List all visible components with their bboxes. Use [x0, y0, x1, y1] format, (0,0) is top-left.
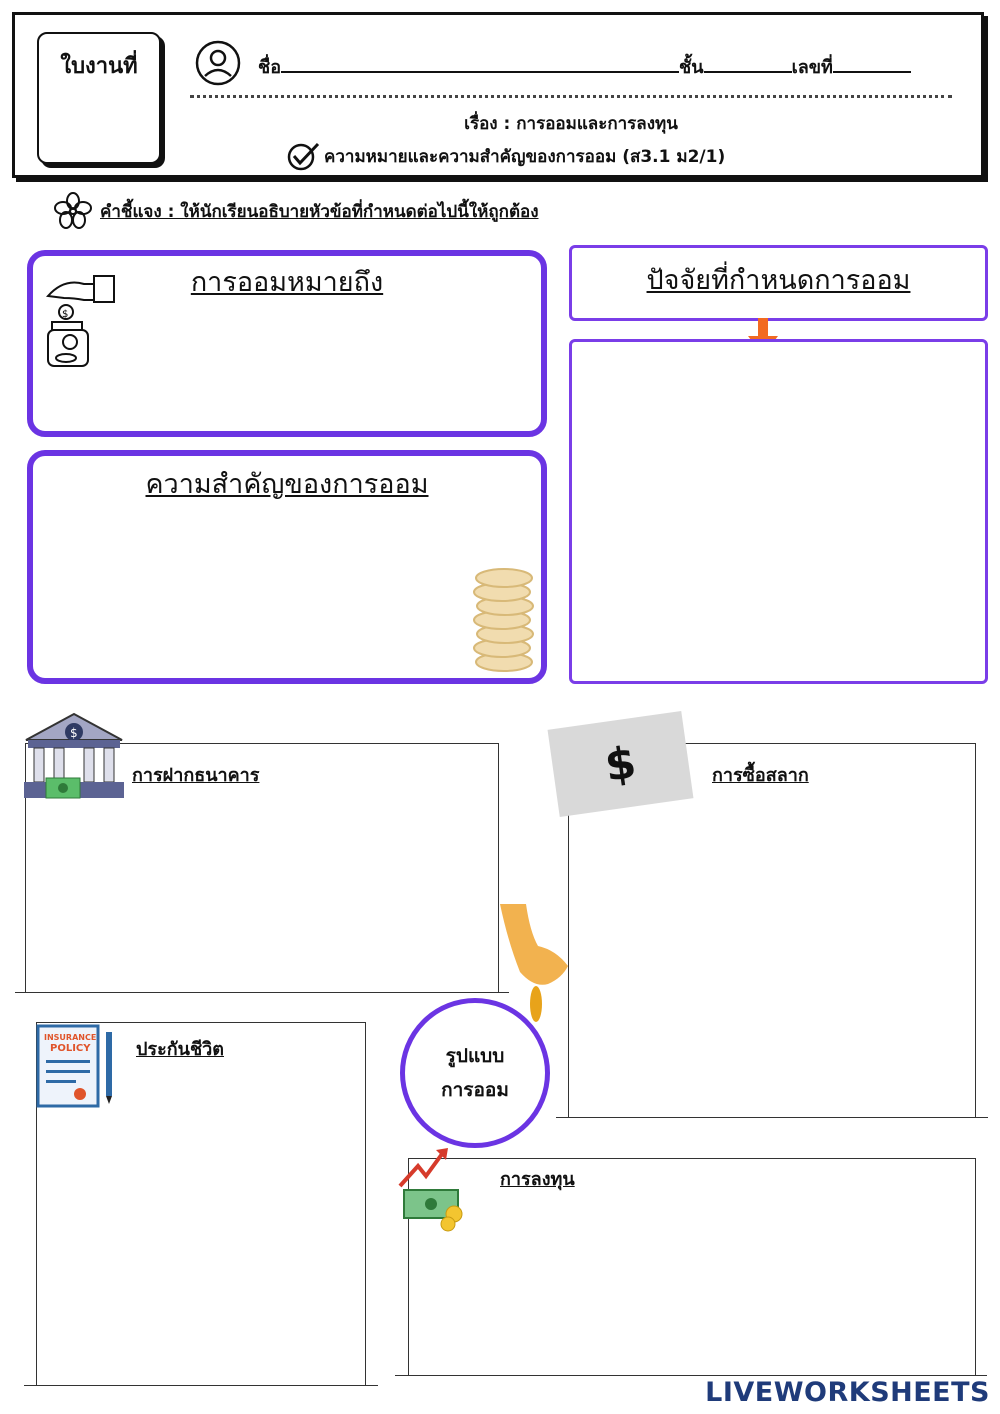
checkmark-icon — [287, 142, 320, 171]
coin-stack-icon — [473, 568, 534, 672]
instruction-text: คำชี้แจง : ให้นักเรียนอธิบายหัวข้อที่กำห… — [100, 202, 539, 222]
saving-forms-circle: รูปแบบ การออม — [400, 998, 550, 1148]
svg-text:INSURANCE: INSURANCE — [44, 1033, 96, 1042]
sheet-number-label: ใบงานที่ — [37, 32, 161, 164]
hand-coin-icon — [500, 904, 568, 1022]
dotted-separator — [190, 95, 952, 98]
class-field[interactable] — [703, 53, 792, 73]
svg-text:$: $ — [62, 309, 68, 320]
lottery-ticket-icon: $ — [547, 711, 694, 817]
number-label: เลขที่ — [791, 57, 833, 78]
topic-text: เรื่อง : การออมและการลงทุน — [464, 114, 678, 134]
number-field[interactable] — [832, 53, 911, 73]
name-label: ชื่อ — [258, 57, 282, 78]
frame-line — [24, 1385, 378, 1386]
factors-title-box: ปัจจัยที่กำหนดการออม — [569, 245, 988, 321]
svg-text:$: $ — [70, 726, 78, 740]
factors-answer-box[interactable] — [569, 339, 988, 684]
class-label: ชั้น — [679, 57, 704, 78]
importance-title: ความสำคัญของการออม — [145, 469, 429, 500]
frame-line — [395, 1375, 987, 1376]
user-icon — [195, 40, 241, 86]
life-insurance-label: ประกันชีวิต — [136, 1039, 224, 1060]
insurance-policy-icon: INSURANCE POLICY — [36, 1024, 112, 1108]
investment-frame[interactable] — [408, 1158, 976, 1376]
header-frame — [12, 12, 984, 178]
lottery-label: การซื้อสลาก — [712, 765, 809, 786]
ticket-symbol: $ — [601, 736, 640, 792]
center-label-line1: รูปแบบ — [445, 1045, 505, 1067]
svg-text:POLICY: POLICY — [50, 1043, 91, 1054]
objective-text: ความหมายและความสำคัญของการออม (ส3.1 ม2/1… — [324, 147, 726, 167]
savings-jar-icon: $ — [45, 275, 115, 367]
bank-deposit-label: การฝากธนาคาร — [132, 765, 260, 786]
bank-icon: $ — [24, 712, 124, 799]
frame-line — [15, 992, 509, 993]
money-growth-icon — [398, 1148, 463, 1232]
importance-box[interactable]: ความสำคัญของการออม — [27, 450, 547, 684]
student-info-line: ชื่อ ชั้น เลขที่ — [258, 52, 911, 81]
center-label-line2: การออม — [441, 1079, 509, 1101]
meaning-title: การออมหมายถึง — [190, 267, 384, 298]
flower-icon — [54, 192, 92, 229]
factors-title: ปัจจัยที่กำหนดการออม — [646, 265, 911, 296]
liveworksheets-logo: LIVEWORKSHEETS — [705, 1377, 990, 1408]
frame-line — [556, 1117, 988, 1118]
investment-label: การลงทุน — [500, 1169, 575, 1190]
meaning-box[interactable]: การออมหมายถึง — [27, 250, 547, 437]
name-field[interactable] — [281, 53, 680, 73]
